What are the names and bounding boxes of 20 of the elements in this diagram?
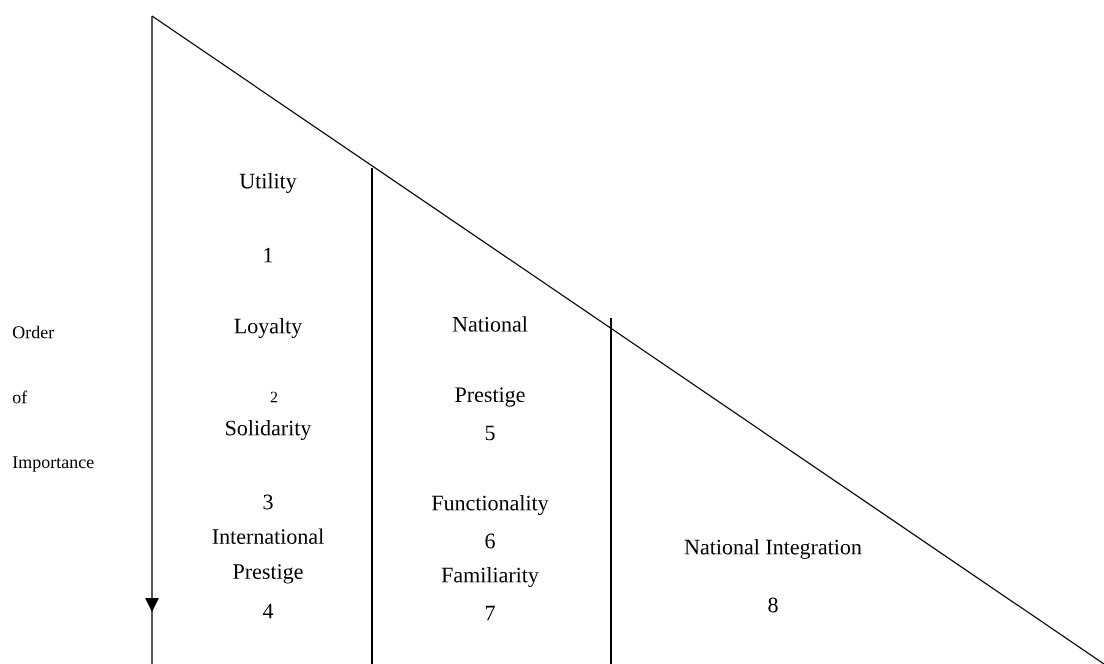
category-label: Loyalty [234, 318, 303, 338]
axis-label: Order [12, 325, 55, 339]
category-label: National Integration [684, 539, 862, 559]
axis-label: Importance [12, 456, 94, 472]
category-label: Utility [239, 173, 297, 193]
rank-number: 5 [485, 425, 495, 441]
category-label: Functionality [431, 495, 549, 515]
category-label: Familiarity [441, 567, 539, 587]
category-label: Prestige [455, 387, 525, 407]
rank-number: 6 [485, 533, 495, 549]
axis-label: of [12, 390, 28, 404]
rank-number: 3 [263, 494, 273, 510]
category-label: Solidarity [226, 420, 312, 440]
rank-number: 1 [264, 247, 273, 263]
category-label: National [452, 316, 528, 332]
rank-number: 4 [262, 603, 274, 619]
category-label: International Prestige [212, 528, 324, 584]
rank-number: 8 [768, 597, 778, 613]
rank-number: 2 [270, 391, 278, 403]
rank-number: 7 [485, 605, 495, 621]
